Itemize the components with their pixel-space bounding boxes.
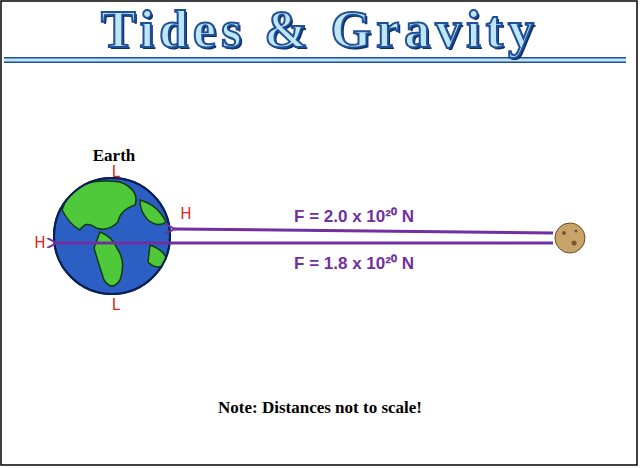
moon [555, 223, 585, 253]
tide-marker: L [112, 298, 120, 313]
tide-marker: L [112, 165, 120, 180]
title-rule-fill [4, 59, 626, 62]
force-value: F = 2.0 x 10²⁰ N [294, 204, 414, 227]
force-arrow [174, 229, 553, 233]
note-text: Note: Distances not to scale! [218, 398, 422, 418]
tide-marker: H [34, 236, 45, 251]
planet-name: Earth [93, 146, 136, 166]
force-value: F = 1.8 x 10²⁰ N [294, 251, 414, 274]
title-rule [4, 57, 626, 63]
earth-globe [54, 178, 170, 294]
diagram-title: Tides & Gravity [101, 4, 539, 56]
tide-marker: H [180, 207, 191, 222]
force-arrow [56, 242, 553, 245]
